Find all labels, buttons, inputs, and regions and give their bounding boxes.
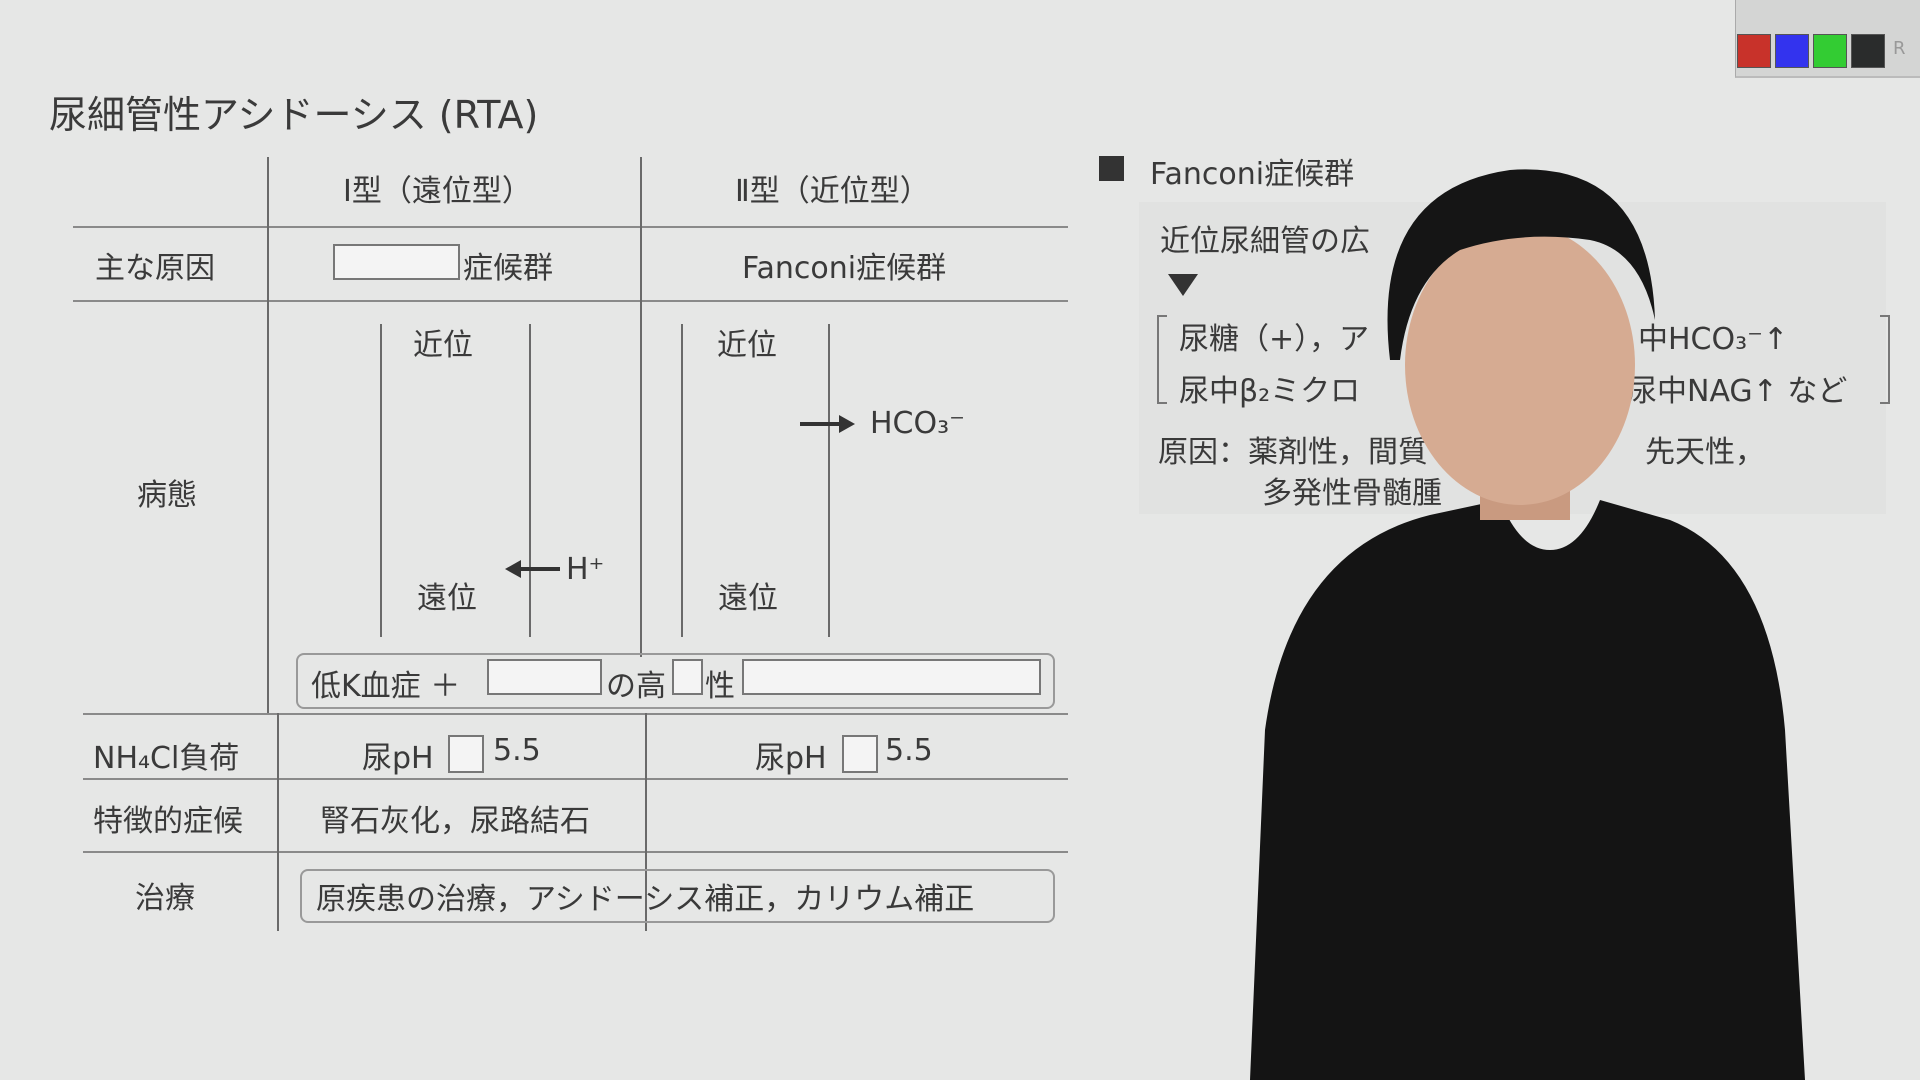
table-divider — [83, 851, 1068, 853]
blank-answer-box[interactable] — [672, 659, 703, 695]
blue-pen-swatch[interactable] — [1775, 34, 1809, 68]
ph-value: 5.5 — [885, 733, 933, 768]
table-divider — [640, 157, 642, 657]
table-divider — [277, 713, 279, 931]
blank-answer-box[interactable] — [333, 244, 460, 280]
row-label-nh4cl: NH₄Cl負荷 — [93, 741, 240, 776]
red-pen-swatch[interactable] — [1737, 34, 1771, 68]
row-label-pathology: 病態 — [137, 478, 197, 513]
row-label-symptom: 特徴的症候 — [93, 804, 243, 839]
ph-value: 5.5 — [493, 733, 541, 768]
tubule-wall — [529, 324, 531, 637]
cause1-suffix: 症候群 — [463, 251, 553, 286]
treatment-text: 原疾患の治療，アシドーシス補正，カリウム補正 — [316, 882, 975, 917]
black-pen-swatch[interactable] — [1851, 34, 1885, 68]
proximal-label: 近位 — [413, 328, 473, 363]
side-line2b: 中HCO₃⁻↑ — [1638, 322, 1789, 357]
side-line5: 多発性骨髄腫 — [1262, 476, 1442, 511]
urine-ph-label: 尿pH — [755, 741, 827, 776]
symptom-type1: 腎石灰化，尿路結石 — [320, 804, 590, 839]
table-divider — [83, 778, 1068, 780]
proximal-label: 近位 — [717, 328, 777, 363]
down-triangle-icon — [1168, 274, 1198, 296]
side-heading: Fanconi症候群 — [1150, 157, 1355, 192]
header-type1: Ⅰ型（遠位型） — [343, 174, 532, 209]
side-line4a: 原因：薬剤性，間質 — [1158, 435, 1428, 470]
presenter-figure — [1250, 169, 1805, 1080]
nature-text: 性 — [705, 669, 735, 704]
distal-label: 遠位 — [718, 581, 778, 616]
blank-answer-box[interactable] — [842, 735, 878, 773]
h-ion-label: H⁺ — [566, 552, 605, 587]
side-line1: 近位尿細管の広 — [1160, 224, 1370, 259]
blank-answer-box[interactable] — [487, 659, 602, 695]
side-line3b: 尿中NAG↑ など — [1627, 374, 1848, 409]
table-divider — [73, 300, 1068, 302]
cause2: Fanconi症候群 — [742, 251, 947, 286]
table-divider — [83, 713, 1068, 715]
arrow-right-icon — [800, 415, 855, 433]
table-divider — [645, 713, 647, 931]
row-label-cause: 主な原因 — [95, 251, 215, 286]
hypokalemia-text: 低K血症 ＋ — [311, 669, 461, 704]
distal-label: 遠位 — [417, 581, 477, 616]
blank-answer-box[interactable] — [448, 735, 484, 773]
pathology-summary-box — [296, 653, 1055, 709]
treatment-box — [300, 869, 1055, 923]
blank-answer-box[interactable] — [742, 659, 1041, 695]
reset-button[interactable]: R — [1893, 38, 1906, 59]
header-type2: Ⅱ型（近位型） — [735, 174, 930, 209]
green-pen-swatch[interactable] — [1813, 34, 1847, 68]
tubule-wall — [681, 324, 683, 637]
side-line2a: 尿糖（+），ア — [1179, 322, 1370, 357]
tubule-wall — [380, 324, 382, 637]
table-divider — [267, 157, 269, 713]
high-text: の高 — [606, 669, 666, 704]
page-title: 尿細管性アシドーシス (RTA) — [49, 93, 539, 137]
tubule-wall — [828, 324, 830, 637]
bracket-left — [1157, 315, 1167, 404]
bracket-right — [1880, 315, 1890, 404]
side-line4b: 先天性， — [1645, 435, 1765, 470]
urine-ph-label: 尿pH — [362, 741, 434, 776]
hco3-label: HCO₃⁻ — [870, 406, 965, 441]
bullet-square-icon — [1099, 156, 1124, 181]
arrow-left-icon — [505, 560, 560, 578]
side-line3a: 尿中β₂ミクロ — [1179, 374, 1361, 409]
table-divider — [73, 226, 1068, 228]
row-label-treatment: 治療 — [135, 881, 195, 916]
